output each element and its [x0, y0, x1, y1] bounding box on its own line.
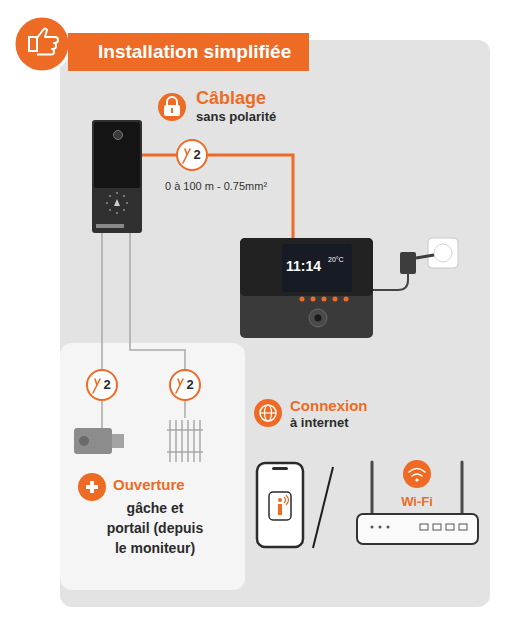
monitor-camera-lens: [315, 315, 322, 322]
monitor-camera: [309, 309, 327, 327]
cable-spec: 0 à 100 m - 0.75mm²: [165, 180, 267, 193]
wire-callout-circle: [170, 370, 200, 400]
call-button: [114, 199, 120, 206]
power-adapter: [400, 252, 416, 274]
gate-wire: [130, 233, 185, 370]
monitor: [240, 238, 373, 338]
wifi-label: Wi-Fi: [401, 495, 433, 510]
wall-socket-ring: [434, 244, 452, 262]
clock-text: 11:14: [286, 258, 321, 274]
globe-icon: [260, 405, 276, 421]
wifi-icon: [409, 469, 425, 477]
wire-icon: [183, 149, 190, 163]
section-subheading: à internet: [290, 416, 349, 431]
wire-callout-circle: [87, 370, 117, 400]
wifi-icon: [415, 478, 418, 481]
padlock-icon-circle: [158, 93, 186, 121]
router-antenna: [461, 462, 464, 514]
door-camera: [114, 131, 123, 140]
gate-wire: [184, 400, 186, 418]
speaker-grille: [106, 192, 128, 214]
section-heading: Câblage: [196, 88, 266, 109]
router-leds: [371, 526, 390, 529]
monitor-glass: [240, 238, 373, 296]
phone-notch: [272, 467, 288, 470]
background-panel: [60, 40, 490, 607]
plug: [416, 255, 434, 258]
opening-panel-ground: [60, 343, 245, 590]
wifi-icon-circle: [403, 460, 431, 488]
bus-cable: [142, 155, 293, 238]
door-station: [92, 120, 142, 233]
power-cable: [373, 274, 408, 290]
router-ports: [420, 524, 467, 530]
hand-icon-circle: [14, 16, 70, 72]
monitor-screen: 11:14 20°C: [282, 244, 352, 292]
lock-wire: [101, 400, 103, 428]
callout-number: 2: [103, 378, 110, 393]
gate: [167, 420, 203, 462]
section-subheading: sans polarité: [196, 110, 276, 125]
callout-number: 2: [186, 378, 193, 393]
plus-icon-circle: [78, 473, 106, 501]
wire-icon: [93, 379, 100, 393]
temperature-text: 20°C: [328, 256, 344, 264]
app-icon: [278, 504, 282, 515]
title-banner: Installation simplifiée: [68, 33, 309, 71]
padlock-shackle: [167, 97, 177, 106]
app-icon: [278, 498, 282, 502]
wire-callout-circle: [177, 140, 207, 170]
opening-panel: Ouverture gâche et portail (depuis le mon…: [60, 343, 245, 590]
section-heading: Ouverture: [113, 476, 185, 493]
section-text: gâche et portail (depuis le moniteur): [105, 498, 205, 558]
app-icon: [269, 492, 291, 520]
padlock-keyhole: [171, 108, 173, 113]
router: [357, 514, 478, 544]
section-heading: Connexion: [290, 397, 368, 414]
separator-slash: [313, 467, 333, 548]
lock-bolt: [112, 434, 124, 448]
door-station-glass: [94, 122, 140, 188]
electric-lock: [74, 428, 112, 454]
lock-cylinder: [79, 436, 89, 446]
callout-number: 2: [193, 148, 200, 163]
wall-socket: [428, 238, 458, 268]
smartphone: [257, 463, 303, 547]
globe-icon-circle: [254, 399, 282, 427]
app-icon: [284, 495, 289, 505]
plus-icon: [90, 481, 94, 493]
hand-icon: [37, 29, 58, 55]
lock-wire: [101, 233, 103, 370]
wire-icon: [176, 379, 183, 393]
padlock-body: [164, 105, 180, 116]
globe-icon: [260, 412, 276, 413]
monitor-buttons: [300, 297, 349, 302]
brand-strip: [96, 224, 124, 228]
hand-icon-cuff: [29, 37, 37, 51]
router-antenna: [371, 462, 374, 514]
